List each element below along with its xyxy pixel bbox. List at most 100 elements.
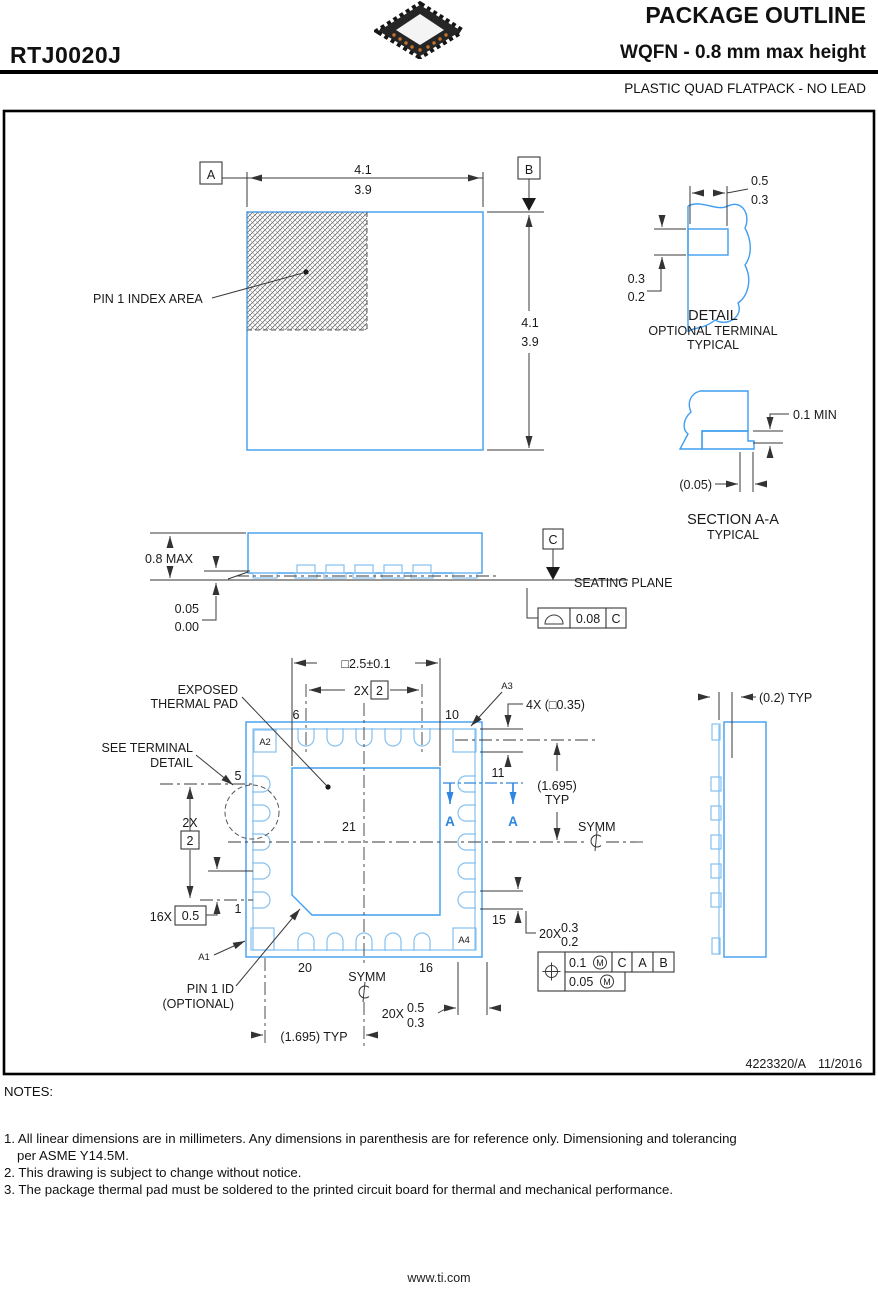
end-view-typ-dim: (0.2) TYP [759, 691, 812, 705]
terminal-shape [687, 228, 729, 256]
fcf-datum-a: A [638, 956, 647, 970]
pin-width-lower: 0.2 [561, 935, 578, 949]
note-line-1: 1. All linear dimensions are in millimet… [4, 1131, 737, 1146]
centerline-symbol-right [590, 830, 602, 852]
exposed-pad-label-1: EXPOSED [178, 683, 238, 697]
typ-right-typ: TYP [545, 793, 569, 807]
flatness-tolerance: 0.08 [576, 612, 600, 626]
pin1-index-label: PIN 1 INDEX AREA [93, 292, 203, 306]
section-arrow-label-2: A [508, 814, 518, 829]
pin-width-upper: 0.3 [561, 921, 578, 935]
corner-terminal-a1 [250, 927, 275, 951]
flatness-datum: C [611, 612, 620, 626]
bottom-view: A2 A4 21 [102, 657, 675, 1047]
datum-a-label: A [207, 168, 216, 182]
terminal-pins [252, 728, 476, 951]
detail-th-upper: 0.3 [628, 272, 645, 286]
exposed-thermal-pad [291, 767, 441, 916]
detail-len-upper: 0.5 [751, 174, 768, 188]
page-title: PACKAGE OUTLINE [645, 2, 866, 28]
pin11-label: 11 [492, 766, 505, 780]
pin-length-lower: 0.3 [407, 1016, 424, 1030]
corner-terminal-a3 [452, 728, 477, 753]
fcf-datum-c: C [617, 956, 626, 970]
note-line-3: 3. The package thermal pad must be solde… [4, 1182, 674, 1197]
fcf-mmc-1: M [596, 958, 604, 968]
fcf-tolerance-2: 0.05 [569, 975, 593, 989]
dim-standoff-upper: 0.05 [175, 602, 199, 616]
pin1-id-label-1: PIN 1 ID [187, 982, 234, 996]
corner-a3-label: A3 [501, 681, 513, 692]
datum-c-label2: C [548, 533, 557, 547]
dim-max-height: 0.8 MAX [145, 552, 194, 566]
package-description: PLASTIC QUAD FLATPACK - NO LEAD [624, 81, 866, 96]
datum-b-label: B [525, 163, 533, 177]
centerline-symbol-bottom [358, 981, 370, 1003]
section-aa-view: 0.1 MIN (0.05) SECTION A-A TYPICAL [678, 390, 837, 542]
leader-dot [303, 269, 309, 275]
package-3d-icon [372, 0, 468, 64]
corner-terminal-a4 [452, 927, 477, 951]
dim-height-upper: 4.1 [521, 316, 538, 330]
note-line-1b: per ASME Y14.5M. [17, 1148, 129, 1163]
pin-width-count: 20X [539, 927, 562, 941]
flatness-symbol [544, 614, 564, 625]
pitch2-count-left: 2X [182, 816, 198, 830]
dim-width-lower: 3.9 [354, 183, 371, 197]
seating-plane-triangle [546, 567, 560, 580]
detail-len-lower: 0.3 [751, 193, 768, 207]
symm-right-label: SYMM [578, 820, 616, 834]
pin5-label: 5 [235, 769, 242, 783]
pin16-label: 16 [419, 961, 433, 975]
section-ref-offset: (0.05) [679, 478, 712, 492]
section-hatched-body [678, 390, 749, 450]
detail-title: DETAIL [688, 308, 738, 324]
drawing-date: 11/2016 [818, 1057, 862, 1071]
header-divider [0, 70, 878, 74]
notes-heading: NOTES: [4, 1084, 54, 1099]
pin10-label: 10 [445, 708, 459, 722]
terminal-detail-view: 0.5 0.3 0.3 0.2 DETAIL OPTIONAL TERMINAL… [628, 174, 778, 352]
notes-section: NOTES: 1. All linear dimensions are in m… [4, 1083, 737, 1198]
package-subtitle: WQFN - 0.8 mm max height [620, 42, 866, 63]
detail-th-lower: 0.2 [628, 290, 645, 304]
detail-sub2: TYPICAL [687, 338, 739, 352]
pitch2-value-left: 2 [187, 834, 194, 848]
pin1-label: 1 [235, 902, 242, 916]
pin1-id-label-2: (OPTIONAL) [162, 997, 234, 1011]
pitch-value-05: 0.5 [182, 909, 199, 923]
pitch2-value-top: 2 [376, 684, 383, 698]
part-number: RTJ0020J [10, 42, 122, 68]
corner-terminal-a2 [253, 729, 277, 753]
note-line-2: 2. This drawing is subject to change wit… [4, 1165, 302, 1180]
terminal-detail-callout-circle [224, 784, 280, 840]
pin-length-count: 20X [382, 1007, 405, 1021]
front-view: 0.8 MAX 0.05 0.00 C SEATING PLANE 0.08 C [140, 528, 672, 634]
datum-a-flag [199, 161, 223, 185]
pad-pin21-label: 21 [342, 820, 356, 834]
fcf-datum-b: B [659, 956, 667, 970]
pin20-label: 20 [298, 961, 312, 975]
section-sub: TYPICAL [707, 528, 759, 542]
package-body-profile [723, 721, 767, 958]
position-symbol [542, 962, 561, 981]
package-body-side [247, 532, 483, 574]
top-view: A 4.1 3.9 B 4.1 3.9 PIN 1 INDEX AREA [93, 156, 544, 451]
pin-length-upper: 0.5 [407, 1001, 424, 1015]
seating-plane-label: SEATING PLANE [574, 576, 672, 590]
dim-standoff-lower: 0.00 [175, 620, 199, 634]
side-profile-view: (0.2) TYP [698, 691, 812, 958]
dim-height-lower: 3.9 [521, 335, 538, 349]
exposed-pad-label-2: THERMAL PAD [150, 697, 238, 711]
typ-right-value: (1.695) [537, 779, 577, 793]
corner-a1-label: A1 [198, 952, 210, 963]
corner-terminal-dim: 4X (□0.35) [526, 698, 585, 712]
footer-url-link[interactable]: www.ti.com [407, 1271, 471, 1285]
see-terminal-detail-1: SEE TERMINAL [102, 741, 194, 755]
pitch2-count-top: 2X [354, 684, 370, 698]
detail-sub1: OPTIONAL TERMINAL [648, 324, 777, 338]
section-terminal [701, 430, 755, 450]
pad-size-dim: □2.5±0.1 [341, 657, 390, 671]
